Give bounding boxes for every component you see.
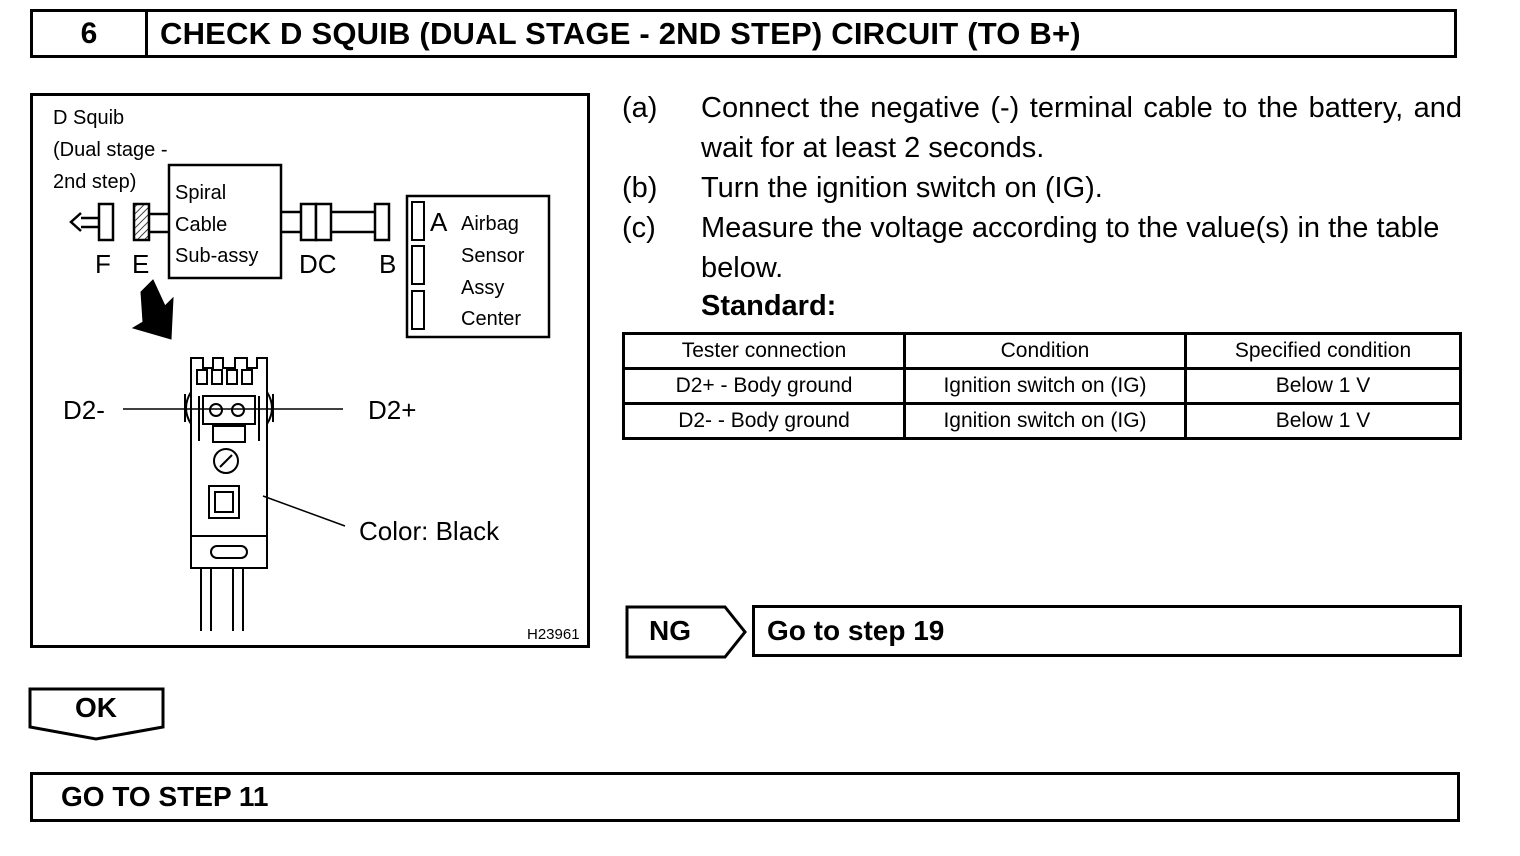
spiral-label-3: Sub-assy — [175, 245, 258, 267]
figure-code: H23961 — [527, 626, 580, 643]
ok-label: OK — [75, 692, 117, 723]
terminal-b: B — [379, 249, 396, 279]
table-row: D2+ - Body ground Ignition switch on (IG… — [622, 367, 1462, 405]
airbag-label-4: Center — [461, 308, 521, 330]
pin-right-label: D2+ — [368, 395, 416, 425]
instruction-text: Connect the negative (-) terminal cable … — [701, 92, 1462, 164]
connector-f-icon — [69, 202, 115, 242]
color-label: Color: Black — [359, 516, 500, 546]
terminal-dc: DC — [299, 249, 337, 279]
instruction-letter: (c) — [622, 212, 656, 244]
squib-label-3: 2nd step) — [53, 171, 136, 193]
terminal-a: A — [430, 207, 448, 237]
step-header: 6 CHECK D SQUIB (DUAL STAGE - 2ND STEP) … — [30, 9, 1457, 58]
airbag-label-1: Airbag — [461, 213, 519, 235]
table-cell: Ignition switch on (IG) — [903, 367, 1187, 405]
table-header: Tester connection — [622, 332, 906, 370]
terminal-e: E — [132, 249, 149, 279]
step-number: 6 — [33, 12, 148, 55]
table-cell: Ignition switch on (IG) — [903, 402, 1187, 440]
table-header: Specified condition — [1184, 332, 1462, 370]
ng-action-box: Go to step 19 — [752, 605, 1462, 657]
instruction-text: Measure the voltage according to the val… — [701, 212, 1440, 284]
table-cell: D2- - Body ground — [622, 402, 906, 440]
squib-label-1: D Squib — [53, 107, 124, 129]
connector-dc-icon — [281, 202, 391, 242]
ok-action-box: GO TO STEP 11 — [30, 772, 1460, 822]
pin-left-label: D2- — [63, 395, 105, 425]
standard-label: Standard: — [701, 290, 837, 322]
instruction-letter: (b) — [622, 172, 658, 204]
spiral-label-2: Cable — [175, 214, 227, 236]
instruction-list: (a) Connect the negative (-) terminal ca… — [622, 88, 1462, 326]
squib-connector-icon — [184, 357, 274, 631]
ok-arrow-icon — [28, 687, 165, 741]
table-header-row: Tester connection Condition Specified co… — [622, 332, 1462, 370]
instruction-item: (b) Turn the ignition switch on (IG). — [622, 168, 1462, 208]
specification-table: Tester connection Condition Specified co… — [622, 332, 1462, 440]
connector-diagram: D Squib (Dual stage - 2nd step) Spiral C… — [53, 107, 580, 643]
step-title: CHECK D SQUIB (DUAL STAGE - 2ND STEP) CI… — [160, 15, 1081, 51]
connector-e-icon — [132, 202, 169, 242]
airbag-label-3: Assy — [461, 277, 504, 299]
connector-figure: D Squib (Dual stage - 2nd step) Spiral C… — [30, 93, 590, 648]
ng-label: NG — [649, 615, 691, 646]
table-row: D2- - Body ground Ignition switch on (IG… — [622, 402, 1462, 440]
table-cell: Below 1 V — [1184, 402, 1462, 440]
ng-arrow-icon — [625, 605, 747, 659]
spiral-label-1: Spiral — [175, 182, 226, 204]
color-leader-line — [262, 495, 346, 527]
instruction-letter: (a) — [622, 92, 658, 124]
instruction-text: Turn the ignition switch on (IG). — [701, 172, 1103, 204]
airbag-label-2: Sensor — [461, 245, 525, 267]
squib-label-2: (Dual stage - — [53, 139, 168, 161]
spiral-cable-box — [167, 163, 283, 280]
instruction-item: (a) Connect the negative (-) terminal ca… — [622, 88, 1462, 168]
table-cell: Below 1 V — [1184, 367, 1462, 405]
instruction-item: (c) Measure the voltage according to the… — [622, 208, 1462, 288]
airbag-sensor-box — [405, 194, 551, 339]
table-header: Condition — [903, 332, 1187, 370]
terminal-f: F — [95, 249, 111, 279]
table-cell: D2+ - Body ground — [622, 367, 906, 405]
arrow-down-right-icon — [131, 279, 174, 340]
